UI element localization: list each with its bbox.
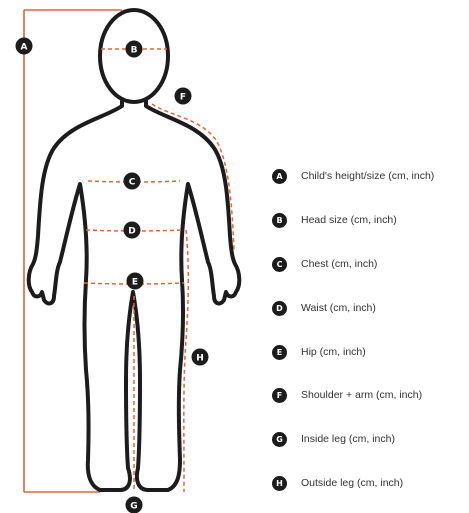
marker-d: D xyxy=(124,222,141,239)
legend-item-hip: E Hip (cm, inch) xyxy=(272,343,366,361)
legend-badge-h: H xyxy=(272,476,287,491)
legend-label-hip: Hip (cm, inch) xyxy=(301,346,366,358)
legend-item-chest: C Chest (cm, inch) xyxy=(272,255,377,273)
legend-badge-f: F xyxy=(272,388,287,403)
svg-text:F: F xyxy=(180,93,186,103)
marker-h: H xyxy=(192,349,209,366)
legend-label-outside-leg: Outside leg (cm, inch) xyxy=(301,477,403,489)
legend-label-chest: Chest (cm, inch) xyxy=(301,258,377,270)
legend-item-outside-leg: H Outside leg (cm, inch) xyxy=(272,474,403,492)
svg-text:H: H xyxy=(196,354,204,364)
svg-text:A: A xyxy=(21,43,28,53)
legend-label-shoulder-arm: Shoulder + arm (cm, inch) xyxy=(301,389,422,401)
legend-label-inside-leg: Inside leg (cm, inch) xyxy=(301,433,395,445)
marker-e: E xyxy=(127,273,144,290)
marker-f: F xyxy=(175,88,192,105)
legend-badge-b: B xyxy=(272,213,287,228)
legend-badge-c: C xyxy=(272,257,287,272)
legend-label-height: Child's height/size (cm, inch) xyxy=(301,170,434,182)
legend-badge-g: G xyxy=(272,432,287,447)
legend-item-inside-leg: G Inside leg (cm, inch) xyxy=(272,430,395,448)
legend-badge-e: E xyxy=(272,345,287,360)
marker-b: B xyxy=(126,41,143,58)
outside-leg-line xyxy=(184,230,188,492)
legend-badge-a: A xyxy=(272,169,287,184)
legend-label-waist: Waist (cm, inch) xyxy=(301,302,376,314)
legend-badge-d: D xyxy=(272,301,287,316)
legend-item-head: B Head size (cm, inch) xyxy=(272,211,397,229)
legend-label-head: Head size (cm, inch) xyxy=(301,214,397,226)
svg-text:B: B xyxy=(131,46,138,56)
legend-item-height: A Child's height/size (cm, inch) xyxy=(272,167,434,185)
svg-text:E: E xyxy=(132,278,138,288)
marker-a: A xyxy=(16,38,33,55)
marker-g: G xyxy=(126,497,143,513)
svg-text:G: G xyxy=(130,502,137,512)
svg-text:D: D xyxy=(128,227,135,237)
shoulder-arm-line xyxy=(152,104,234,250)
legend-item-shoulder-arm: F Shoulder + arm (cm, inch) xyxy=(272,386,422,404)
svg-text:C: C xyxy=(129,178,136,188)
legend-item-waist: D Waist (cm, inch) xyxy=(272,299,376,317)
marker-c: C xyxy=(124,173,141,190)
